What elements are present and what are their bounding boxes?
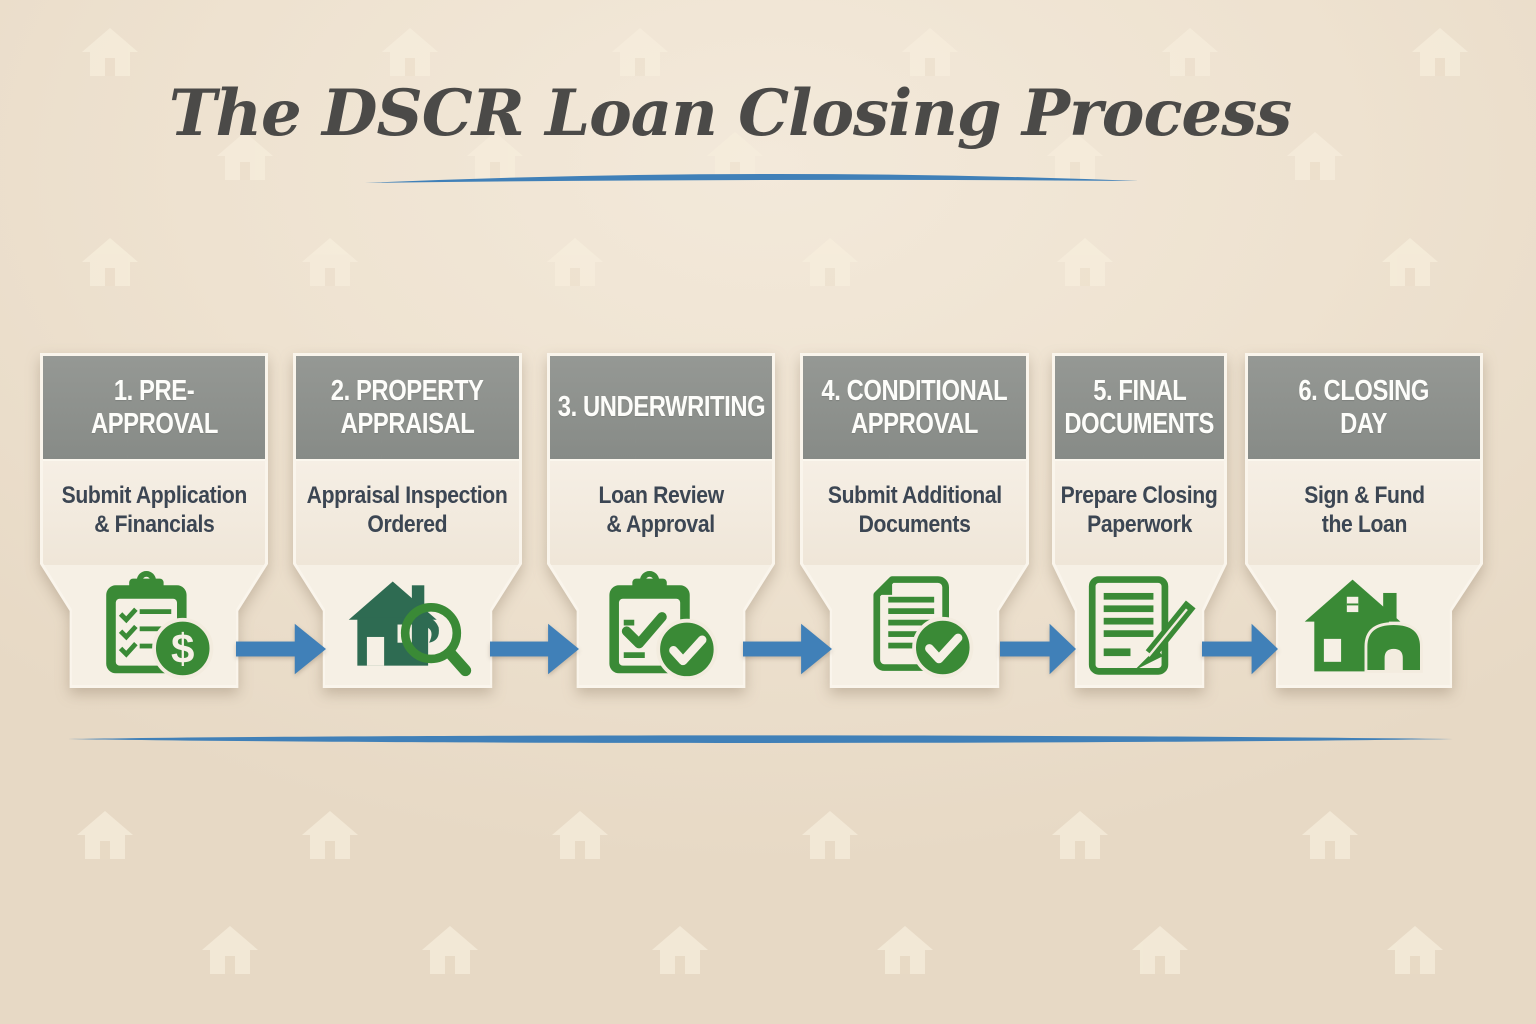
- step-description-line: Ordered: [367, 511, 448, 538]
- step-6-description: Sign & Fund the Loan: [1248, 459, 1480, 565]
- step-card-6: 6. CLOSING DAY Sign & Fund the Loan: [1245, 353, 1483, 688]
- step-description-line: the Loan: [1321, 511, 1407, 538]
- arrow-right-icon: [490, 623, 579, 675]
- house-magnifier-icon: [348, 581, 472, 677]
- step-5-header: 5. FINAL DOCUMENTS: [1055, 356, 1224, 459]
- step-card-5: 5. FINAL DOCUMENTS Prepare Closing Paper…: [1052, 353, 1227, 688]
- step-5-description: Prepare Closing Paperwork: [1055, 459, 1224, 565]
- step-description-line: Sign & Fund: [1303, 482, 1425, 509]
- step-description-line: Loan Review: [598, 482, 724, 509]
- step-1-description: Submit Application & Financials: [43, 459, 265, 565]
- bottom-divider-line: [68, 735, 1453, 743]
- step-heading-line: 4. CONDITIONAL: [821, 374, 1008, 407]
- step-4-header: 4. CONDITIONAL APPROVAL: [803, 356, 1026, 459]
- svg-text:$: $: [171, 625, 194, 672]
- flow-arrow-2: [490, 621, 579, 677]
- arrow-right-icon: [236, 623, 326, 675]
- arrow-right-icon: [743, 623, 832, 675]
- step-description-line: Appraisal Inspection: [307, 482, 508, 509]
- document-check-icon: [873, 576, 974, 679]
- step-heading-line: APPROVAL: [850, 407, 979, 440]
- house-key-icon: [1305, 579, 1424, 673]
- step-1-header: 1. PRE- APPROVAL: [43, 356, 265, 459]
- arrow-right-icon: [1202, 623, 1278, 675]
- step-heading-line: DOCUMENTS: [1064, 407, 1215, 440]
- arrow-right-icon: [1000, 623, 1076, 675]
- step-description-line: & Financials: [93, 511, 215, 538]
- step-description-line: Prepare Closing: [1061, 482, 1218, 509]
- flow-arrow-5: [1202, 621, 1278, 677]
- step-heading-line: DAY: [1340, 407, 1388, 440]
- clipboard-check-icon: [609, 570, 718, 680]
- step-heading-line: 5. FINAL: [1092, 374, 1187, 407]
- flow-arrow-1: [236, 621, 326, 677]
- step-card-4: 4. CONDITIONAL APPROVAL Submit Additiona…: [800, 353, 1029, 688]
- clipboard-dollar-icon: $: [106, 570, 214, 680]
- flow-arrow-4: [1000, 621, 1076, 677]
- title-underline-swoosh: [365, 173, 1139, 183]
- step-heading-line: 3. UNDERWRITING: [557, 391, 765, 423]
- step-1-icon-panel: $: [43, 565, 265, 685]
- flow-arrow-3: [743, 621, 832, 677]
- step-description-line: Documents: [858, 511, 971, 538]
- step-heading-line: 1. PRE-: [113, 374, 195, 407]
- step-description-line: Paperwork: [1087, 511, 1192, 538]
- step-3-header: 3. UNDERWRITING: [550, 356, 772, 459]
- step-4-icon-panel: [803, 565, 1026, 685]
- step-4-description: Submit Additional Documents: [803, 459, 1026, 565]
- step-2-description: Appraisal Inspection Ordered: [296, 459, 519, 565]
- step-description-line: Submit Application: [61, 482, 247, 509]
- step-heading-line: 2. PROPERTY: [331, 374, 484, 407]
- step-heading-line: APPROVAL: [90, 407, 218, 440]
- step-2-icon-panel: [296, 565, 519, 685]
- step-6-icon-panel: [1248, 565, 1480, 685]
- step-2-header: 2. PROPERTY APPRAISAL: [296, 356, 519, 459]
- step-5-icon-panel: [1055, 565, 1224, 685]
- page-title: The DSCR Loan Closing Process: [168, 76, 1292, 151]
- step-description-line: & Approval: [606, 511, 716, 538]
- document-pen-icon: [1088, 576, 1196, 675]
- step-3-description: Loan Review & Approval: [550, 459, 772, 565]
- step-card-1: 1. PRE- APPROVAL Submit Application & Fi…: [40, 353, 268, 688]
- step-heading-line: 6. CLOSING: [1298, 374, 1430, 407]
- step-description-line: Submit Additional: [827, 482, 1002, 509]
- step-card-2: 2. PROPERTY APPRAISAL Appraisal Inspecti…: [293, 353, 522, 688]
- step-heading-line: APPRAISAL: [340, 407, 475, 440]
- step-6-header: 6. CLOSING DAY: [1248, 356, 1480, 459]
- step-card-3: 3. UNDERWRITING Loan Review & Approval: [547, 353, 775, 688]
- step-3-icon-panel: [550, 565, 772, 685]
